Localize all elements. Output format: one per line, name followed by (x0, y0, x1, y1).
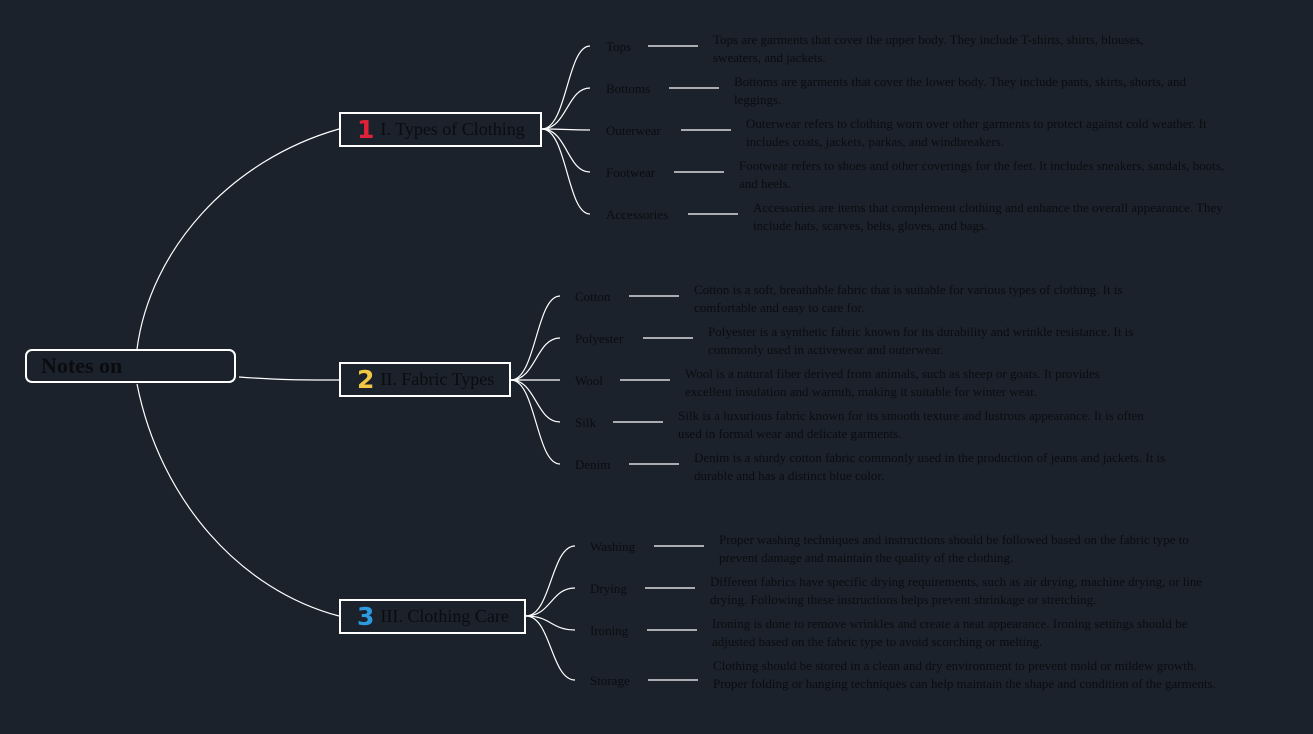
leaf-note-footwear: Footwear refers to shoes and other cover… (739, 158, 1225, 191)
connector-root-branch-3 (136, 383, 340, 617)
leaf-note-denim: Denim is a sturdy cotton fabric commonly… (694, 450, 1166, 483)
leaf-topic-washing[interactable]: Washing (590, 539, 636, 554)
connector-branch-1-leaf-1 (541, 45, 591, 130)
leaf-topic-silk[interactable]: Silk (575, 415, 596, 430)
leaf-note-ironing: Ironing is done to remove wrinkles and c… (712, 616, 1188, 649)
leaf-topic-accessories[interactable]: Accessories (606, 207, 669, 222)
leaf-note-wool: Wool is a natural fiber derived from ani… (685, 366, 1100, 399)
root-node-label: Notes on (41, 353, 123, 378)
number-3-icon: 3 (357, 602, 375, 631)
number-2-icon: 2 (357, 365, 375, 394)
connector-branch-2-leaf-5 (510, 379, 561, 465)
leaf-note-tops: Tops are garments that cover the upper b… (713, 32, 1144, 65)
leaf-topic-wool[interactable]: Wool (575, 373, 603, 388)
leaf-note-bottoms: Bottoms are garments that cover the lowe… (734, 74, 1187, 107)
number-1-icon: 1 (357, 115, 375, 144)
leaf-note-silk: Silk is a luxurious fabric known for its… (678, 408, 1144, 441)
leaf-topic-cotton[interactable]: Cotton (575, 289, 611, 304)
connector-root-branch-1 (136, 128, 340, 350)
branch-label: III. Clothing Care (380, 606, 509, 626)
branch-node-clothing-care[interactable]: 3 III. Clothing Care (339, 599, 526, 634)
leaf-topic-drying[interactable]: Drying (590, 581, 627, 596)
leaf-topic-footwear[interactable]: Footwear (606, 165, 656, 180)
connector-root-branch-2 (238, 376, 340, 381)
leaf-topic-storage[interactable]: Storage (590, 673, 630, 688)
leaf-note-storage: Clothing should be stored in a clean and… (713, 658, 1216, 691)
connector-branch-3-leaf-4 (525, 615, 576, 681)
connector-branch-1-leaf-4 (541, 128, 591, 173)
connector-branch-1-leaf-5 (541, 128, 591, 215)
root-node[interactable]: Notes on (25, 349, 236, 383)
leaf-note-washing: Proper washing techniques and instructio… (719, 532, 1189, 565)
leaf-topic-bottoms[interactable]: Bottoms (606, 81, 651, 96)
leaf-note-outerwear: Outerwear refers to clothing worn over o… (746, 116, 1207, 149)
connector-branch-1-leaf-3 (541, 128, 591, 131)
leaf-note-drying: Different fabrics have specific drying r… (710, 574, 1203, 607)
branch-node-types-of-clothing[interactable]: 1 I. Types of Clothing (339, 112, 542, 147)
branch-label: II. Fabric Types (380, 369, 495, 389)
branch-label: I. Types of Clothing (380, 119, 525, 139)
connector-branch-3-leaf-1 (525, 545, 576, 617)
leaf-topic-denim[interactable]: Denim (575, 457, 611, 472)
leaf-note-accessories: Accessories are items that complement cl… (753, 200, 1223, 233)
leaf-topic-outerwear[interactable]: Outerwear (606, 123, 661, 138)
connector-branch-3-leaf-3 (525, 615, 576, 631)
connector-branch-2-leaf-1 (510, 295, 561, 381)
leaf-note-cotton: Cotton is a soft, breathable fabric that… (694, 282, 1123, 315)
leaf-note-polyester: Polyester is a synthetic fabric known fo… (708, 324, 1134, 357)
connector-branch-3-leaf-2 (525, 587, 576, 617)
branch-node-fabric-types[interactable]: 2 II. Fabric Types (339, 362, 511, 397)
connector-branch-2-leaf-4 (510, 379, 561, 423)
leaf-topic-polyester[interactable]: Polyester (575, 331, 624, 346)
connector-branch-1-leaf-2 (541, 87, 591, 130)
connector-branch-2-leaf-2 (510, 337, 561, 381)
leaf-topic-tops[interactable]: Tops (606, 39, 632, 54)
leaf-topic-ironing[interactable]: Ironing (590, 623, 629, 638)
